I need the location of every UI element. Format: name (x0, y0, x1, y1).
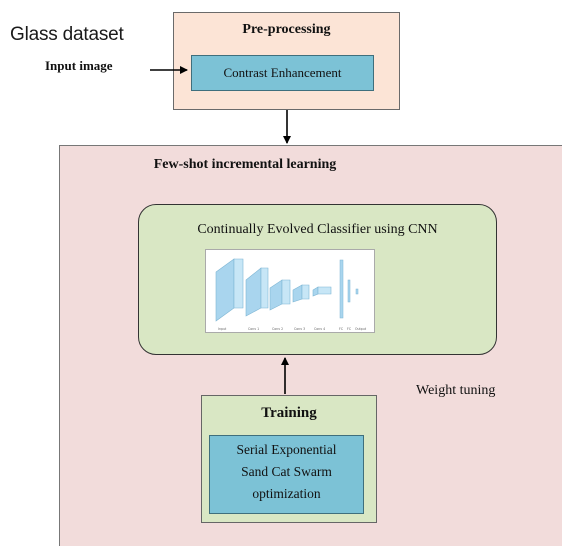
preprocessing-title: Pre-processing (242, 22, 331, 37)
cnn-architecture-panel: Input Conv 1 Conv 2 Conv 3 Conv 4 FC FC … (205, 249, 375, 333)
cnn-layer-label: Conv 4 (314, 327, 325, 331)
cnn-layer-label: FC (347, 327, 352, 331)
cnn-conv2-layer (269, 279, 291, 311)
cnn-layer-label: Conv 2 (272, 327, 283, 331)
optimizer-line: Sand Cat Swarm (241, 464, 332, 479)
cnn-fc1-layer (339, 259, 344, 319)
cnn-layer-label: Conv 1 (248, 327, 259, 331)
cnn-fc2-layer (347, 279, 351, 303)
dataset-label: Glass dataset (10, 24, 124, 45)
cnn-conv1-layer (245, 267, 269, 317)
weight-tuning-label: Weight tuning (416, 383, 496, 398)
cnn-layer-label: Conv 3 (294, 327, 305, 331)
cnn-layer-label: Output (355, 327, 367, 331)
cnn-layer-label: Input (218, 327, 227, 331)
optimizer-box: Serial Exponential Sand Cat Swarm optimi… (209, 435, 364, 514)
training-title: Training (261, 405, 317, 421)
contrast-enhancement-box: Contrast Enhancement (191, 55, 374, 91)
cnn-input-layer (215, 258, 244, 322)
classifier-title: Continually Evolved Classifier using CNN (197, 222, 438, 237)
few-shot-learning-title: Few-shot incremental learning (153, 157, 337, 172)
cnn-output-layer (355, 288, 359, 295)
input-image-label: Input image (45, 58, 113, 73)
cnn-layer-label: FC (339, 327, 344, 331)
cnn-conv3-layer (292, 284, 310, 303)
cnn-conv4-layer (312, 286, 332, 297)
optimizer-line: optimization (252, 486, 321, 501)
cnn-architecture-diagram: Input Conv 1 Conv 2 Conv 3 Conv 4 FC FC … (215, 258, 367, 331)
optimizer-line: Serial Exponential (236, 442, 337, 457)
